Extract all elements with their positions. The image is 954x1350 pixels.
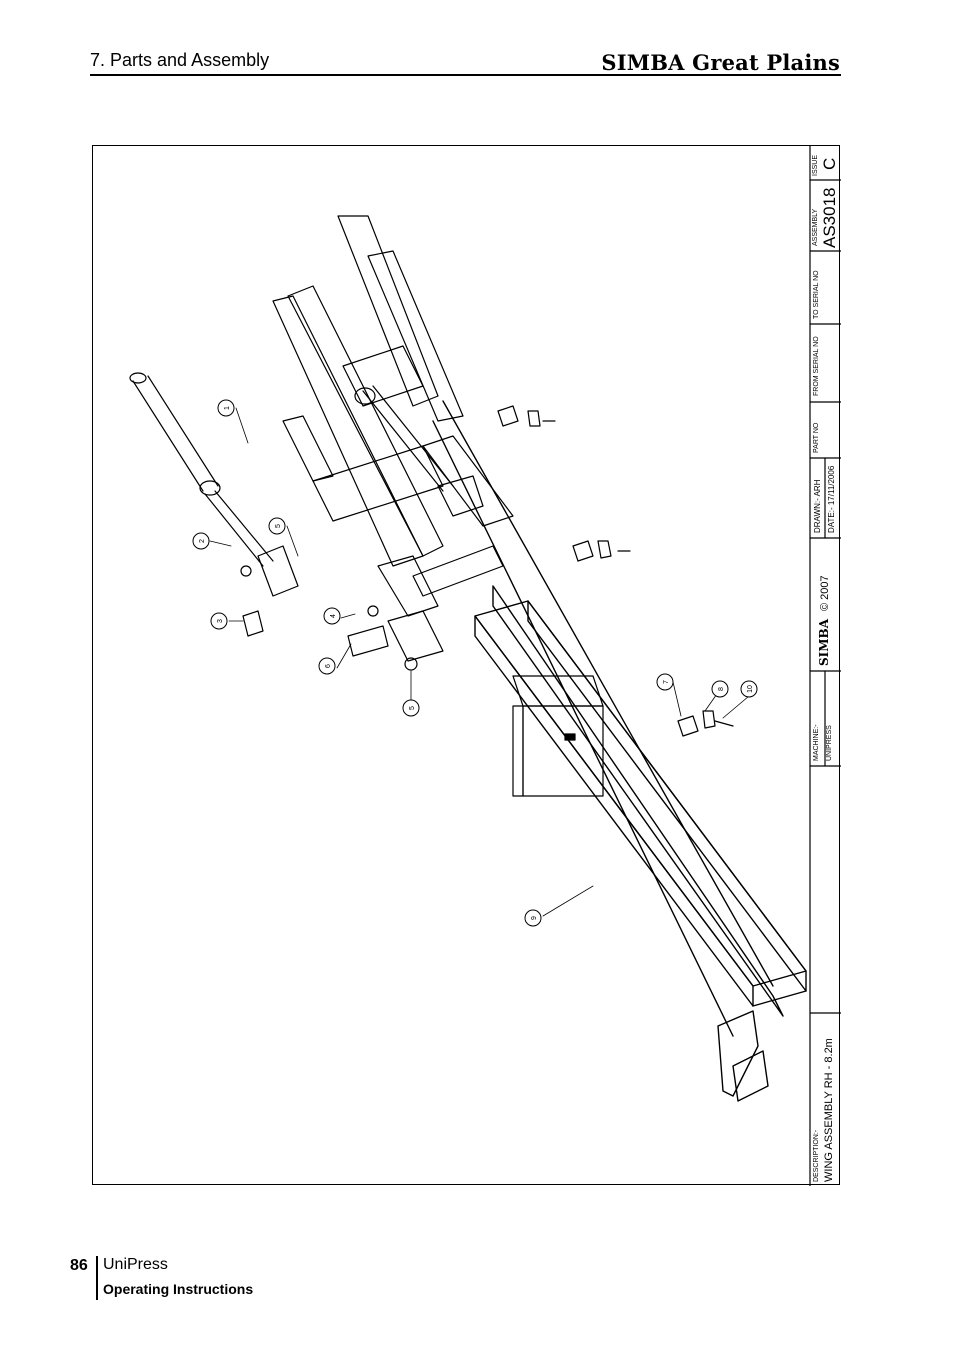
drawing-date: DATE:- 17/11/2006 [827, 465, 836, 533]
callout-7: 7 [663, 680, 670, 684]
footer-divider [96, 1256, 98, 1300]
document-subtitle: Operating Instructions [103, 1281, 254, 1297]
callout-5b: 5 [409, 706, 416, 710]
simba-logo: SIMBA [817, 618, 831, 666]
machine-label: MACHINE:- [813, 724, 820, 761]
copyright: © 2007 [819, 575, 831, 611]
callout-6: 6 [325, 664, 332, 668]
drawn-by: DRAWN:- ARH [813, 479, 822, 533]
callout-9: 9 [531, 916, 538, 920]
callout-3: 3 [217, 619, 224, 623]
header-rule [90, 74, 841, 76]
assembly-label: ASSEMBLY [812, 208, 819, 246]
page-number: 86 [70, 1257, 88, 1274]
assembly-drawing: 1 2 3 4 5 5 6 7 8 9 10 DESCRIPTION:- WIN… [92, 145, 841, 1186]
callout-8: 8 [718, 687, 725, 691]
description-label: DESCRIPTION:- [813, 1129, 820, 1182]
brand-logo: SIMBA Great Plains [601, 50, 840, 75]
to-serial-label: TO SERIAL NO [813, 270, 820, 319]
section-title: 7. Parts and Assembly [90, 50, 270, 70]
callout-4: 4 [330, 614, 337, 618]
exploded-view-diagram: 1 2 3 4 5 5 6 7 8 9 10 [129, 146, 841, 1186]
part-no-label: PART NO [813, 422, 820, 453]
machine-value: UNIPRESS [826, 725, 833, 761]
main-beam [432, 400, 807, 1102]
product-name: UniPress [103, 1256, 168, 1273]
callout-5a: 5 [275, 524, 282, 528]
issue-label: ISSUE [812, 154, 819, 176]
callout-2: 2 [199, 539, 206, 543]
issue-value: C [820, 157, 839, 170]
from-serial-label: FROM SERIAL NO [813, 336, 820, 396]
hydraulic-cylinder [129, 372, 299, 597]
callout-1: 1 [224, 406, 231, 410]
callout-10: 10 [747, 685, 754, 693]
assembly-number: AS3018 [820, 187, 839, 249]
description-value: WING ASSEMBLY RH - 8.2m [823, 1038, 835, 1182]
